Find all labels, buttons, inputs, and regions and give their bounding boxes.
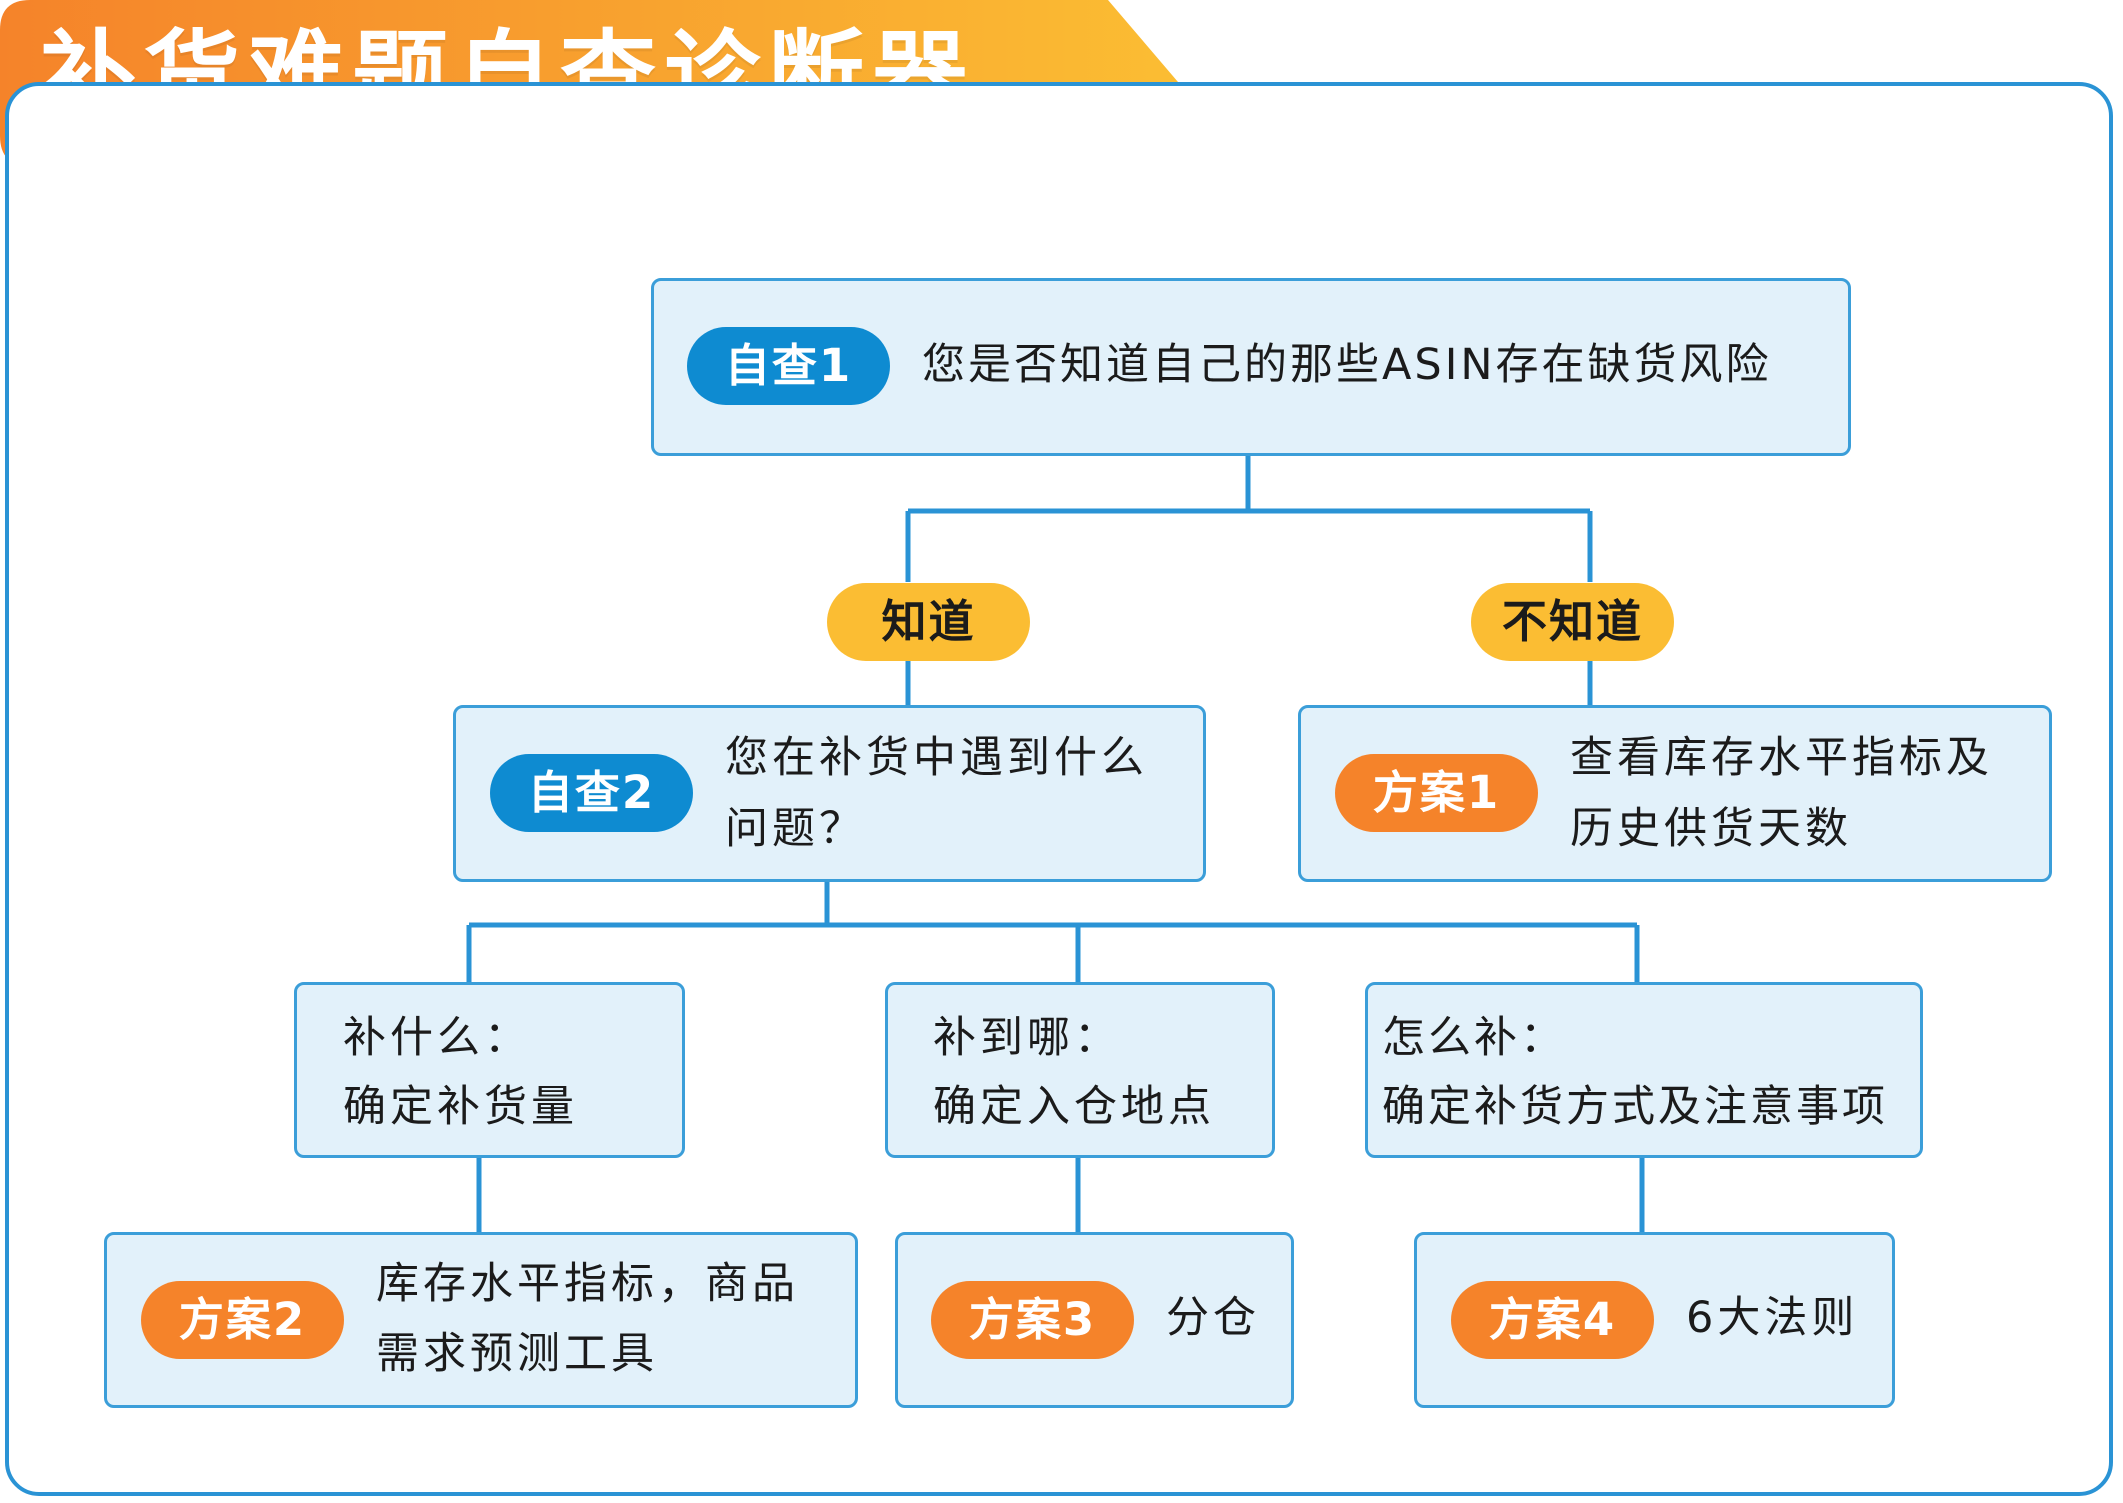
check2-line2: 问题？ (725, 804, 866, 854)
plan3-tag: 方案3 (931, 1281, 1134, 1359)
question-where-line1: 补到哪： (933, 1013, 1121, 1063)
question-what-box (294, 982, 685, 1158)
plan1-line2: 历史供货天数 (1570, 804, 1852, 854)
plan2-line1: 库存水平指标，商品 (376, 1259, 799, 1309)
question-how-box (1365, 982, 1923, 1158)
check2-tag: 自查2 (490, 754, 693, 832)
check2-box (453, 705, 1206, 882)
question-how-line2: 确定补货方式及注意事项 (1382, 1082, 1888, 1132)
plan4-text: 6大法则 (1686, 1293, 1859, 1343)
check2-line1: 您在补货中遇到什么 (725, 733, 1148, 783)
branch-know: 知道 (827, 583, 1030, 661)
plan2-line2: 需求预测工具 (376, 1329, 658, 1379)
question-what-line2: 确定补货量 (343, 1082, 578, 1132)
question-how-line1: 怎么补： (1382, 1013, 1566, 1063)
plan1-tag: 方案1 (1335, 754, 1538, 832)
branch-dont-know: 不知道 (1471, 583, 1674, 661)
plan2-tag: 方案2 (141, 1281, 344, 1359)
plan3-text: 分仓 (1166, 1293, 1260, 1343)
question-where-line2: 确定入仓地点 (933, 1082, 1215, 1132)
question-what-line1: 补什么： (343, 1013, 531, 1063)
plan1-line1: 查看库存水平指标及 (1570, 733, 1993, 783)
question-where-box (885, 982, 1275, 1158)
check1-question: 您是否知道自己的那些ASIN存在缺货风险 (922, 340, 1772, 390)
plan4-tag: 方案4 (1451, 1281, 1654, 1359)
check1-tag: 自查1 (687, 327, 890, 405)
